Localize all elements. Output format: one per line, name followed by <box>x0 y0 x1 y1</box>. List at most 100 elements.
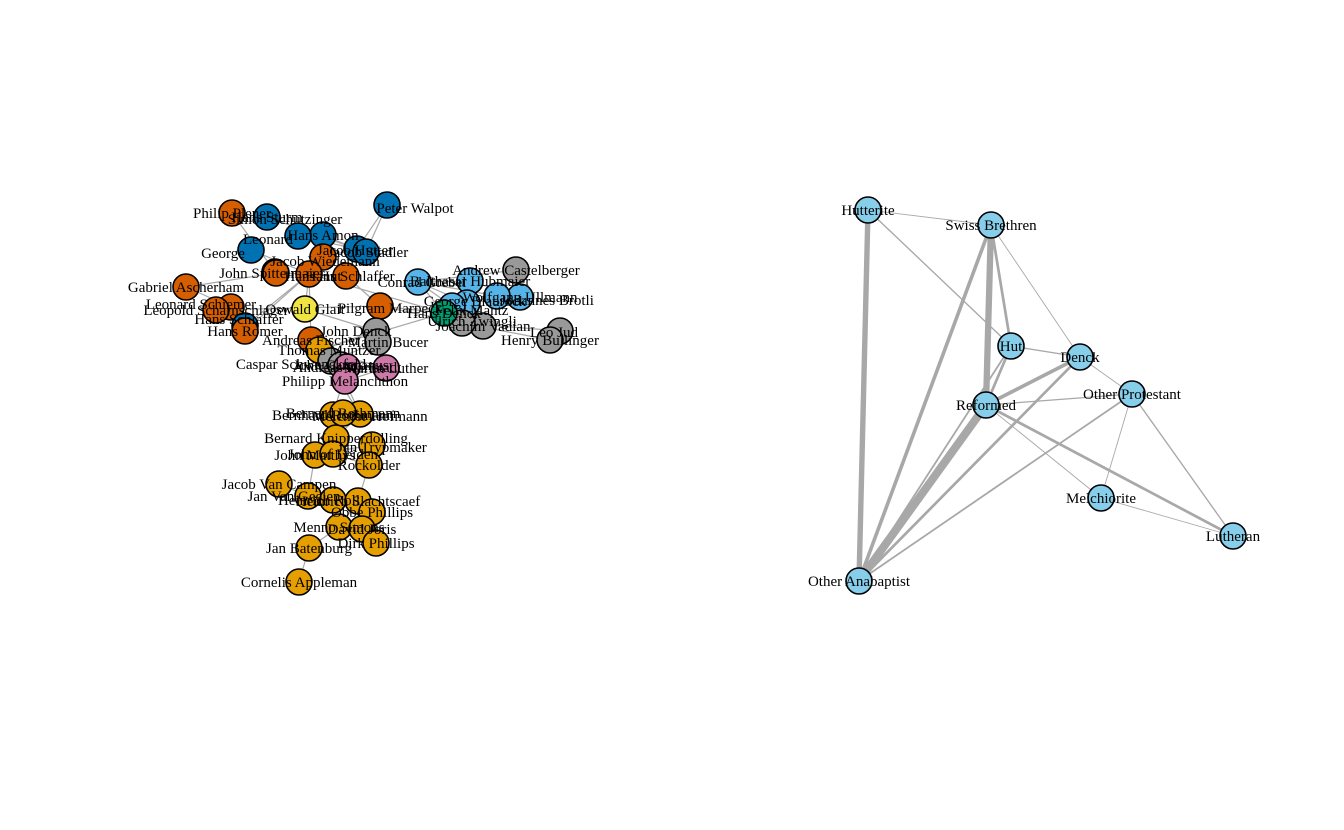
left-node-leopold-scharnschlager <box>202 296 230 324</box>
left-node-circle <box>430 299 458 327</box>
left-node-conrad-grebel <box>404 268 432 296</box>
left-node-label: John Denck <box>320 324 392 340</box>
group-node-hutterite: Hutterite <box>841 196 895 224</box>
group-node-circle <box>972 391 1000 419</box>
group-node-other-anabaptist: Other Anabaptist <box>808 567 911 595</box>
left-node-label: Peter Walpot <box>376 201 454 217</box>
left-node-label: Jacob Hutter <box>317 243 393 259</box>
group-node-circle <box>854 196 882 224</box>
group-edge-hut-other-anabaptist <box>858 345 1012 582</box>
left-node-label: Balthasar Hubmaier <box>410 274 530 290</box>
left-node-label: Andreas Fischer <box>262 333 360 349</box>
group-edge-hutterite-other-anabaptist <box>856 207 871 584</box>
group-node-circle <box>1118 380 1146 408</box>
left-node-label: Cornelis Appleman <box>241 575 358 591</box>
left-node-label: Henry Bullinger <box>501 333 599 349</box>
left-node-circle <box>483 282 511 310</box>
group-edge-hutterite-swiss-brethren <box>867 209 992 226</box>
left-node-label: Andreas Karlstadt <box>293 360 403 376</box>
left-node-label: Obbe Phillips <box>331 505 413 521</box>
left-node-circle <box>373 191 401 219</box>
left-node-rockolder <box>355 451 383 479</box>
group-node-denck: Denck <box>1060 343 1100 371</box>
group-edge-reformed-other-protestant <box>985 393 1133 406</box>
left-node-philipp-melanchthon <box>331 367 359 395</box>
group-edge-reformed-melchiorite <box>985 404 1102 499</box>
group-node-label: Reformed <box>956 398 1016 414</box>
left-node-label: Philip Plener <box>193 206 271 222</box>
left-node-label: Jan Van Geelen <box>247 489 341 505</box>
group-edge-reformed-other-anabaptist <box>854 400 991 586</box>
left-node-label: Caspar Schwenckfeld <box>236 357 367 373</box>
left-node-andrew-castelberger <box>502 256 530 284</box>
left-node-label: Hans Hut <box>284 269 342 285</box>
left-node-martin-luther <box>372 354 400 382</box>
left-node-label: Heinrich Roll <box>278 493 360 509</box>
group-node-label: Denck <box>1060 350 1100 366</box>
left-node-label: Pilgram Marpeck <box>338 301 443 317</box>
left-node-label: Gabriel Ascherham <box>128 280 245 296</box>
left-node-circle <box>331 367 359 395</box>
left-node-label: Thomas Muntzer <box>278 343 381 359</box>
group-node-circle <box>1219 522 1247 550</box>
left-node-label: Jacob Van Campen <box>222 477 337 493</box>
left-node-label: Bernard Knipperdolling <box>264 431 408 447</box>
left-node-label: Johannes Brotli <box>500 293 594 309</box>
left-node-jacob-stadler <box>352 238 380 266</box>
left-node-label: Menno Simons <box>293 520 384 536</box>
left-node-label: Hans Sturm <box>231 210 303 226</box>
group-node-other-protestant: Other Protestant <box>1083 380 1182 408</box>
left-node-cornelis-appleman <box>285 568 313 596</box>
left-node-circle <box>364 328 392 356</box>
left-node-bernard-rothmann <box>329 399 357 427</box>
left-node-circle <box>231 317 259 345</box>
left-node-label: John Spittelmaier <box>219 266 324 282</box>
left-node-label: Bernard Rothmann <box>286 406 401 422</box>
left-node-label: Felix Mantz <box>436 303 509 319</box>
left-node-label: Rockolder <box>338 458 400 474</box>
left-node-hans-hut <box>295 260 323 288</box>
group-edge-swiss-brethren-other-anabaptist <box>857 223 993 583</box>
left-node-peter-walpot <box>373 191 401 219</box>
left-node-label: Jacob Stadler <box>328 245 408 261</box>
left-node-circle <box>362 529 390 557</box>
left-node-label: Hans Schlaffer <box>305 269 394 285</box>
left-node-label: Philipp Melanchthon <box>282 374 409 390</box>
left-node-circle <box>291 295 319 323</box>
left-node-john-of-leiden <box>319 440 347 468</box>
left-node-label: Bernhard Rothmann <box>272 408 395 424</box>
left-node-circle <box>352 238 380 266</box>
left-node-label: John of Leiden <box>288 447 378 463</box>
group-node-lutheran: Lutheran <box>1206 522 1261 550</box>
group-node-circle <box>1066 343 1094 371</box>
left-node-jan-batenburg <box>295 534 323 562</box>
left-node-label: Jan Batenburg <box>266 541 352 557</box>
left-node-circle <box>218 199 246 227</box>
left-node-label: Andrew Castelberger <box>452 263 580 279</box>
left-node-circle <box>372 354 400 382</box>
left-node-circle <box>202 296 230 324</box>
left-node-philip-plener <box>218 199 246 227</box>
left-node-label: Martin Luther <box>344 361 429 377</box>
left-edge <box>185 272 277 288</box>
left-node-leonard <box>284 222 312 250</box>
left-node-dirk-phillips <box>362 529 390 557</box>
left-node-label: Hans Romer <box>207 324 282 340</box>
group-edge-denck-other-anabaptist <box>857 355 1082 583</box>
left-node-label: Hans Schlaffer <box>194 312 283 328</box>
left-node-label: John Campanus <box>293 358 389 374</box>
group-edge-other-protestant-lutheran <box>1131 393 1234 537</box>
left-node-circle <box>502 256 530 284</box>
group-node-label: Other Protestant <box>1083 387 1182 403</box>
left-node-label: Dirk Phillips <box>337 536 414 552</box>
left-node-circle <box>262 259 290 287</box>
left-node-circle <box>329 399 357 427</box>
left-node-circle <box>172 273 200 301</box>
group-node-melchiorite: Melchiorite <box>1066 484 1136 512</box>
left-node-john-spittelmaier <box>262 259 290 287</box>
left-node-label: Martin Bucer <box>348 335 428 351</box>
left-node-label: Leonard Schiemer <box>146 297 256 313</box>
left-node-label: George Blaurock <box>424 294 527 310</box>
